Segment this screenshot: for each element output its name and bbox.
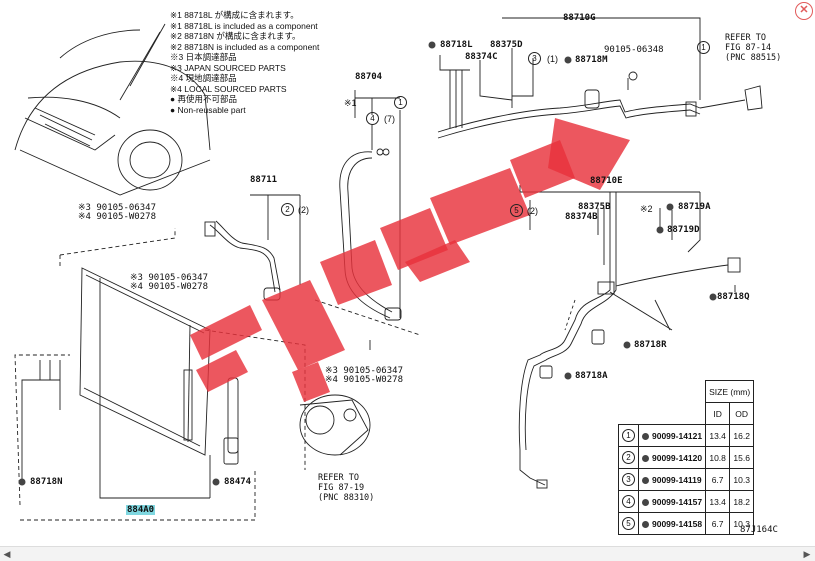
part-label-88718n[interactable]: 88718N [30, 477, 63, 487]
note-line: ※2 88718N が構成に含まれます。 [170, 31, 301, 41]
bolt-label[interactable]: ※4 90105-W0278 [130, 282, 208, 292]
figure-code: 87J164C [740, 525, 778, 535]
size-col-od: OD [729, 402, 755, 425]
vehicle-sketch [14, 23, 211, 196]
notes-legend: ※1 88718L が構成に含まれます。 ※1 88718L is includ… [170, 10, 319, 115]
note-line: ※3 JAPAN SOURCED PARTS [170, 62, 286, 73]
part-label-88719d[interactable]: 88719D [667, 225, 700, 235]
note-line: ● Non-reusable part [170, 104, 246, 115]
table-row: 2 90099-14120 10.8 15.6 [618, 446, 755, 469]
note-line: ※3 日本調達部品 [170, 52, 237, 62]
part-label-88474[interactable]: 88474 [224, 477, 252, 487]
part-label-88718a[interactable]: 88718A [575, 371, 608, 381]
horizontal-scrollbar[interactable]: ◀ ▶ [0, 546, 815, 561]
scroll-right-icon[interactable]: ▶ [803, 549, 811, 559]
callout-circle: 5 [510, 204, 523, 217]
note-line: ※1 88718L が構成に含まれます。 [170, 10, 299, 20]
table-row: 5 90099-14158 6.7 10.3 [618, 512, 755, 535]
note-line: ● 再使用不可部品 [170, 94, 238, 104]
note-line: ※4 LOCAL SOURCED PARTS [170, 83, 287, 94]
part-label-88710e[interactable]: 88710E [590, 176, 623, 186]
condenser [79, 267, 211, 456]
bolt-label[interactable]: ※3 90105-06347 [78, 203, 156, 213]
bolt-label[interactable]: ※4 90105-W0278 [78, 212, 156, 222]
callout-circle: 3 [528, 52, 541, 65]
pipe-88710g [437, 85, 763, 139]
table-row: 3 90099-14119 6.7 10.3 [618, 468, 755, 491]
note-line: ※2 88718N is included as a component [170, 41, 320, 52]
part-label-88711[interactable]: 88711 [250, 175, 278, 185]
part-label-88718r[interactable]: 88718R [634, 340, 667, 350]
refer-to-note[interactable]: REFER TO FIG 87-14 (PNC 88515) [725, 33, 782, 63]
part-label-88374c[interactable]: 88374C [465, 52, 498, 62]
callout-circle: 1 [394, 96, 407, 109]
size-table-title: SIZE (mm) [705, 380, 755, 403]
table-row: 4 90099-14157 13.4 18.2 [618, 490, 755, 513]
callout-paren: (1) [547, 54, 558, 64]
part-label-88374b[interactable]: 88374B [565, 212, 598, 222]
callout-star: ※1 [344, 98, 357, 108]
part-label-88718m[interactable]: 88718M [575, 55, 608, 65]
refer-to-note[interactable]: REFER TO FIG 87-19 (PNC 88310) [318, 473, 375, 503]
part-label-88719a[interactable]: 88719A [678, 202, 711, 212]
part-label-88375b[interactable]: 88375B [578, 202, 611, 212]
bolt-label[interactable]: ※3 90105-06347 [325, 366, 403, 376]
watermark-logo [190, 118, 630, 402]
part-label-88710g[interactable]: 88710G [563, 13, 596, 23]
note-line: ※4 現地調達部品 [170, 73, 237, 83]
pipe-88710e [518, 185, 741, 489]
table-row: 1 90099-14121 13.4 16.2 [618, 424, 755, 447]
part-label-884a0[interactable]: 884A0 [126, 505, 156, 515]
close-button[interactable]: ✕ [795, 2, 813, 20]
callout-circle: 1 [697, 41, 710, 54]
callout-paren: (7) [384, 114, 395, 124]
callout-circle: 4 [366, 112, 379, 125]
callout-star: ※2 [640, 204, 653, 214]
part-label-88375d[interactable]: 88375D [490, 40, 523, 50]
bolt-label[interactable]: ※4 90105-W0278 [325, 375, 403, 385]
pipe-88711 [204, 220, 281, 301]
part-label-88718l[interactable]: 88718L [440, 40, 473, 50]
scroll-left-icon[interactable]: ◀ [3, 549, 11, 559]
callout-paren: (2) [527, 206, 538, 216]
note-line: ※1 88718L is included as a component [170, 20, 318, 31]
compressor [299, 394, 371, 456]
part-label-88704[interactable]: 88704 [355, 72, 383, 82]
part-label-88718q[interactable]: 88718Q [717, 292, 750, 302]
bolt-label[interactable]: ※3 90105-06347 [130, 273, 208, 283]
part-label-90105-06348[interactable]: 90105-06348 [604, 45, 664, 55]
callout-circle: 2 [281, 203, 294, 216]
callout-paren: (2) [298, 205, 309, 215]
size-table: SIZE (mm) ID OD 1 90099-14121 13.4 16.2 … [618, 380, 755, 535]
size-col-id: ID [705, 402, 731, 425]
